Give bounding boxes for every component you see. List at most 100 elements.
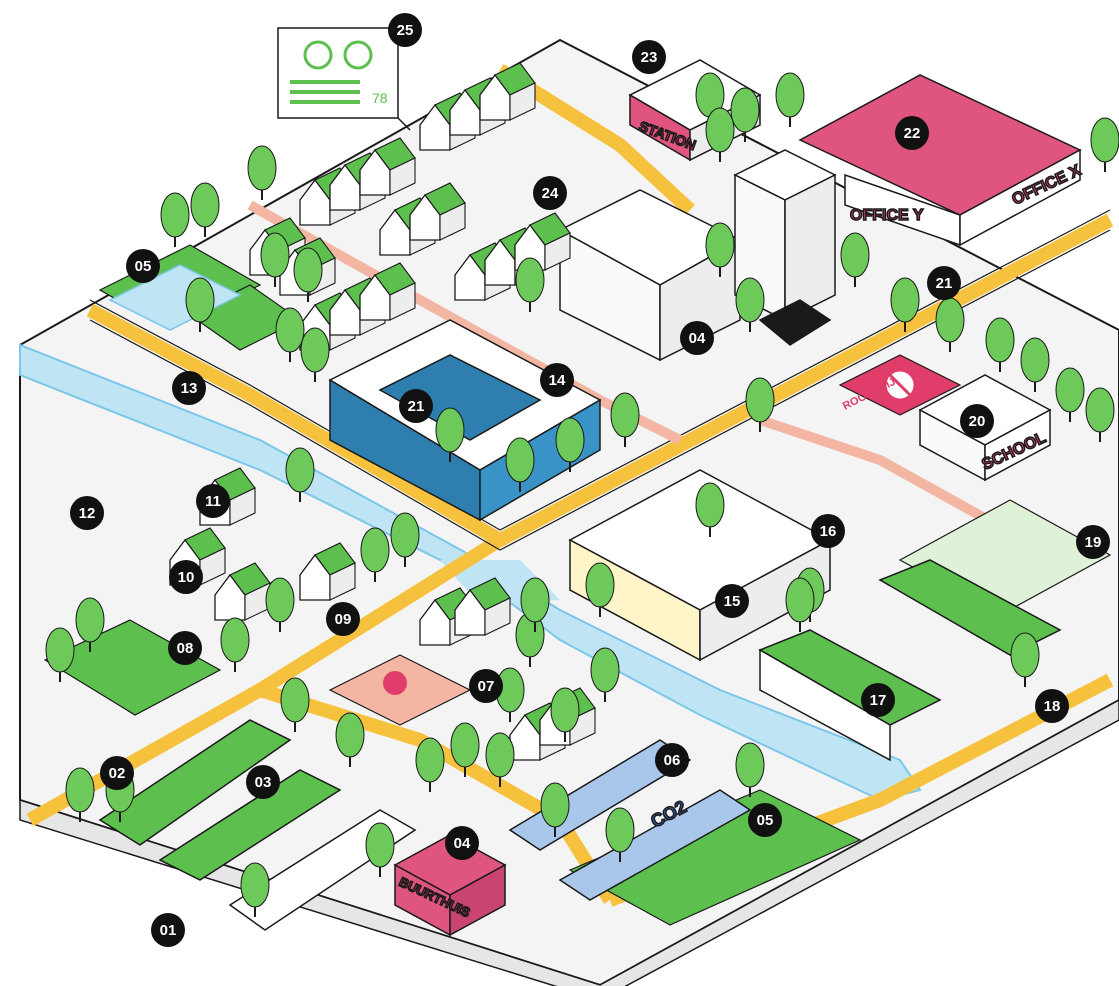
marker-04b: 04 [445, 826, 479, 860]
marker-21a: 21 [399, 389, 433, 423]
marker-20: 20 [960, 404, 994, 438]
tree [890, 277, 920, 332]
marker-label: 06 [664, 752, 681, 769]
tree [1085, 387, 1115, 442]
tree [1010, 632, 1040, 687]
tree [335, 712, 365, 767]
marker-label: 05 [135, 258, 152, 275]
heart-icon [303, 40, 333, 70]
marker-label: 20 [969, 413, 986, 430]
marker-label: 01 [160, 922, 177, 939]
marker-17: 17 [861, 683, 895, 717]
greenhouses [758, 559, 1062, 762]
marker-14: 14 [540, 363, 574, 397]
marker-label: 18 [1044, 698, 1061, 715]
tree [935, 297, 965, 352]
gabled-house [454, 577, 511, 636]
marker-19: 19 [1076, 525, 1110, 559]
tree [265, 577, 295, 632]
marker-label: 22 [904, 125, 921, 142]
marker-label: 05 [757, 812, 774, 829]
tree [293, 247, 323, 302]
gabled-house [479, 62, 536, 121]
marker-24: 24 [533, 176, 567, 210]
tree [240, 862, 270, 917]
marker-25: 25 [388, 13, 422, 47]
marker-09: 09 [326, 602, 360, 636]
tree [45, 627, 75, 682]
tree [435, 407, 465, 462]
tree [185, 277, 215, 332]
tree [610, 392, 640, 447]
buurthuis: BUURTHUIS [393, 834, 507, 937]
tree [160, 192, 190, 247]
tree [485, 732, 515, 787]
marker-10: 10 [169, 560, 203, 594]
marker-label: 07 [478, 678, 495, 695]
tree [190, 182, 220, 237]
marker-label: 04 [454, 835, 471, 852]
tree [730, 87, 760, 142]
gabled-house [214, 562, 271, 621]
gabled-house [299, 542, 356, 601]
marker-label: 21 [408, 398, 425, 415]
tree [985, 317, 1015, 372]
marker-label: 23 [641, 49, 658, 66]
marker-label: 11 [205, 493, 221, 510]
tree [75, 597, 105, 652]
marker-15: 15 [715, 584, 749, 618]
marker-label: 02 [109, 765, 126, 782]
tree [1090, 117, 1119, 172]
marker-label: 21 [936, 275, 953, 292]
marker-label: 25 [397, 22, 414, 39]
marker-label: 24 [542, 185, 559, 202]
gabled-house [409, 182, 466, 241]
gabled-house [359, 262, 416, 321]
tree [785, 577, 815, 632]
tree [585, 562, 615, 617]
marker-label: 08 [177, 640, 194, 657]
marker-label: 19 [1085, 534, 1102, 551]
marker-16: 16 [811, 514, 845, 548]
panel-score: 78 [372, 90, 388, 106]
tree [360, 527, 390, 582]
tree [285, 447, 315, 502]
tree [515, 257, 545, 312]
marker-05b: 05 [748, 803, 782, 837]
tree [605, 807, 635, 862]
marker-23: 23 [632, 40, 666, 74]
marker-label: 03 [255, 774, 272, 791]
marker-04a: 04 [680, 321, 714, 355]
tree [550, 687, 580, 742]
tower [733, 149, 837, 346]
tree [415, 737, 445, 792]
marker-label: 16 [820, 523, 837, 540]
info-panel: 78 [277, 27, 411, 131]
trees [45, 72, 1119, 917]
clover-icon [343, 40, 373, 70]
marker-label: 14 [549, 372, 566, 389]
tree [540, 782, 570, 837]
gabled-house [514, 212, 571, 271]
marker-08: 08 [168, 631, 202, 665]
tree [735, 742, 765, 797]
marker-05a: 05 [126, 249, 160, 283]
marker-21b: 21 [927, 266, 961, 300]
marker-02: 02 [100, 756, 134, 790]
gabled-houses [169, 62, 596, 761]
tree [247, 145, 277, 200]
tree [745, 377, 775, 432]
tree [735, 277, 765, 332]
tree [840, 232, 870, 287]
marker-18: 18 [1035, 689, 1069, 723]
marker-01: 01 [151, 913, 185, 947]
tree [1055, 367, 1085, 422]
tree [505, 437, 535, 492]
tree [705, 107, 735, 162]
tree [280, 677, 310, 732]
marker-06: 06 [655, 743, 689, 777]
marker-12: 12 [70, 496, 104, 530]
tree [1020, 337, 1050, 392]
